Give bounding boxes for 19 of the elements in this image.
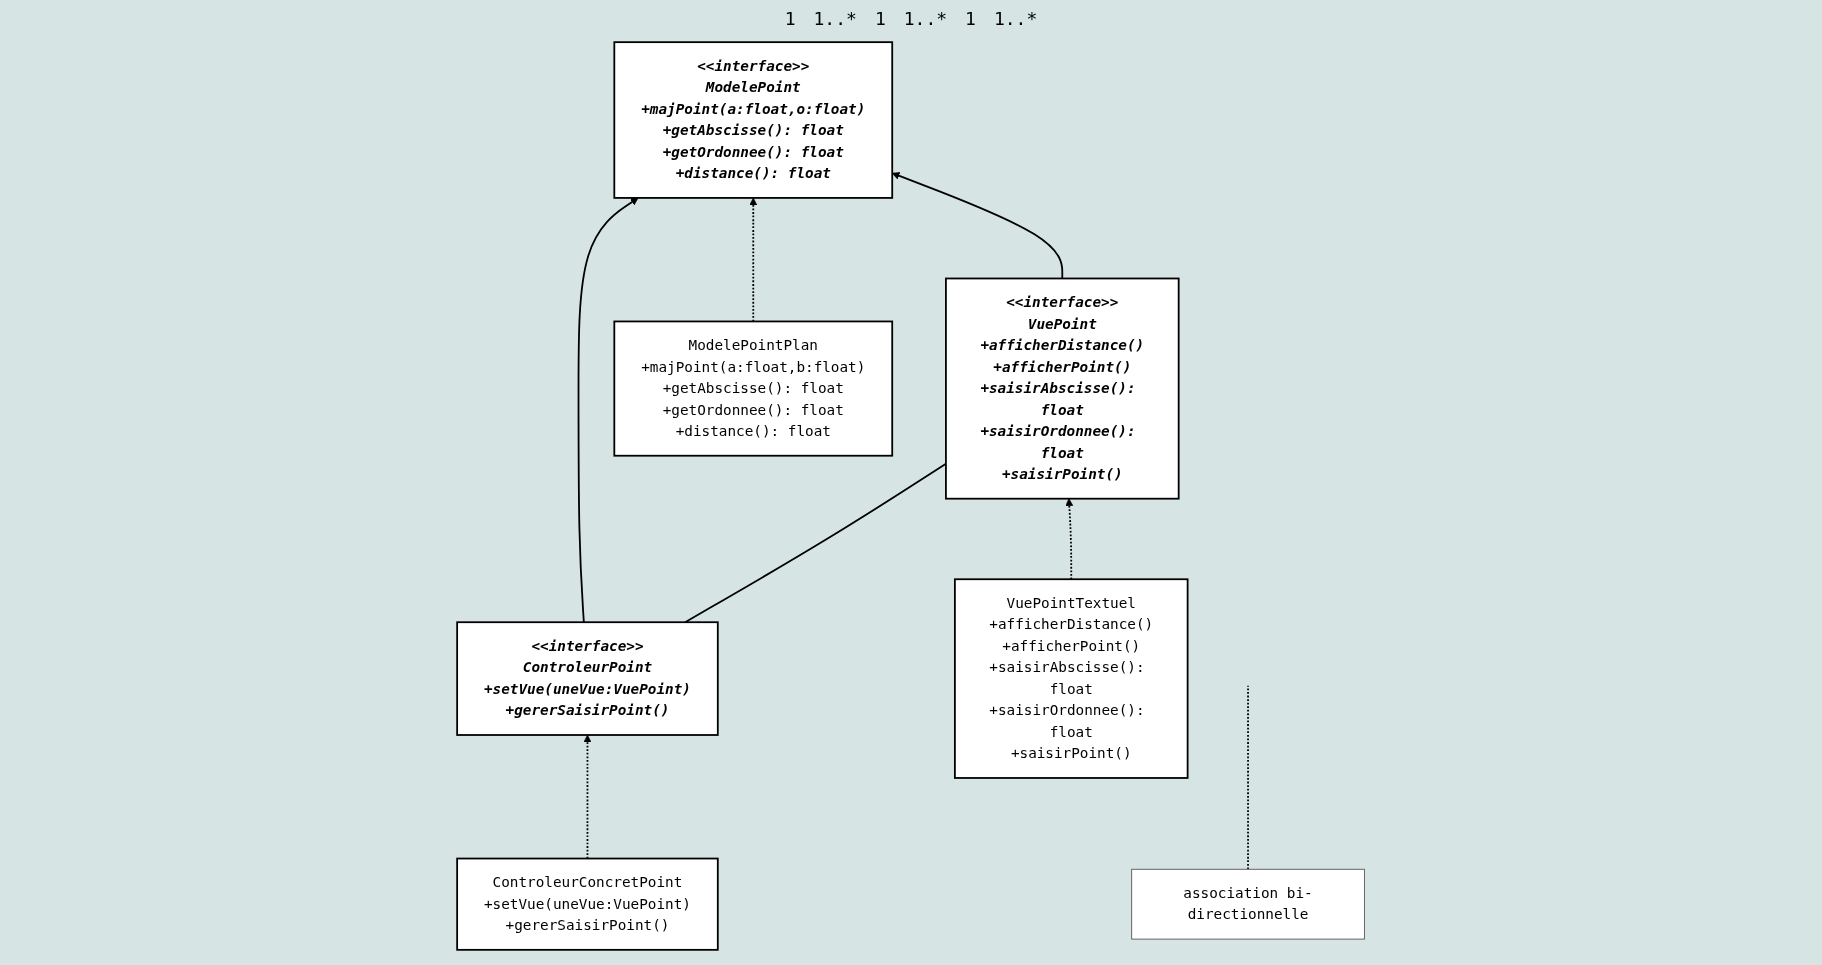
multiplicity-label: 1 (874, 8, 886, 29)
node-box: association bi-directionnelle (1131, 868, 1366, 940)
node-box: ModelePointPlan +majPoint(a:float,b:float) +getAbscisse(): float +getOrdonnee(): float +distance(): float (613, 320, 894, 457)
multiplicity-label: 1 (784, 8, 796, 29)
arrow (749, 197, 758, 323)
arrow (1065, 498, 1074, 581)
node-box: ControleurConcretPoint +setVue(uneVue:VuePoint) +gererSaisirPoint() (456, 857, 719, 951)
arrow (583, 734, 592, 860)
arrow (892, 172, 1064, 280)
multiplicity-label: 1..* (813, 8, 857, 29)
connector (1247, 684, 1250, 871)
node-box: <<interface>> VuePoint +afficherDistance() +afficherPoint() +saisirAbscisse(): float +saisirOrdonnee(): float +saisirPoint() (945, 277, 1180, 500)
node-box: VuePointTextuel +afficherDistance() +afficherPoint() +saisirAbscisse(): float +saisirOrdonnee(): float +saisirPoint() (954, 578, 1189, 779)
arrow (577, 197, 639, 624)
node-box: <<interface>> ModelePoint +majPoint(a:float,o:float) +getAbscisse(): float +getOrdonnee(): float +distance(): float (613, 41, 894, 199)
multiplicity-label: 1 (965, 8, 976, 29)
node-box: <<interface>> ControleurPoint +setVue(uneVue:VuePoint) +gererSaisirPoint() (456, 621, 719, 736)
multiplicity-label: 1..* (903, 8, 948, 29)
multiplicity-label: 1..* (993, 8, 1038, 29)
